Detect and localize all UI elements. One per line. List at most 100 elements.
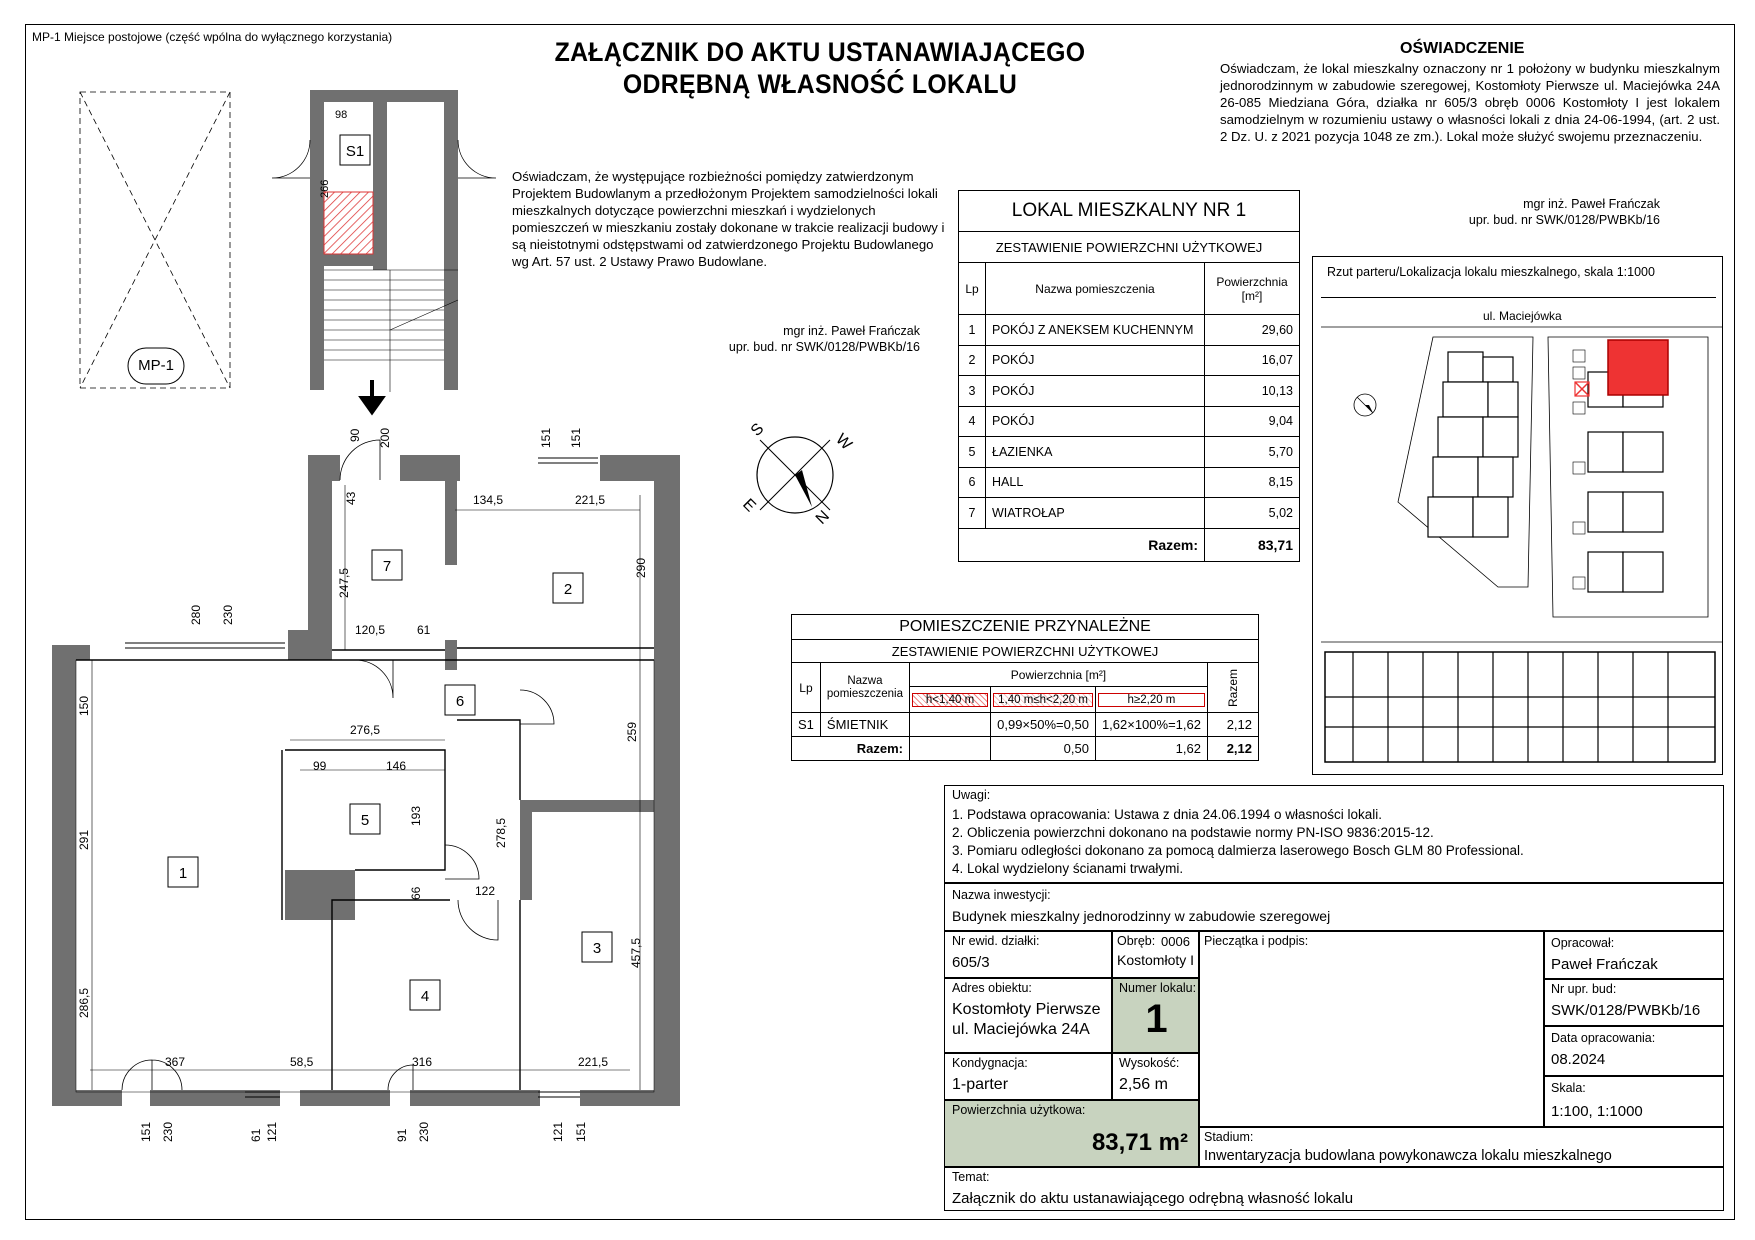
lokal-lp: 6: [958, 466, 986, 498]
przyn-t2: 0,50: [990, 736, 1096, 761]
floor-plan: MP-1 S1 98 266: [52, 90, 856, 1142]
stamp-label: Pieczątka i podpis:: [1204, 934, 1309, 948]
lokal-name: POKÓJ: [985, 344, 1205, 376]
dim-label: 230: [221, 605, 235, 625]
note-item: 4. Lokal wydzielony ścianami trwałymi.: [952, 861, 1184, 876]
lokal-title: LOKAL MIESZKALNY NR 1: [958, 190, 1300, 232]
dim-label: 120,5: [355, 623, 385, 637]
dim-label: 61: [249, 1128, 263, 1142]
dim-label: 221,5: [578, 1055, 608, 1069]
h1-cell: h<1,40 m: [908, 686, 992, 713]
adr-line1: Kostomłoty Pierwsze: [952, 1001, 1101, 1018]
opr-label: Opracował:: [1551, 936, 1615, 950]
note-item: 3. Pomiaru odległości dokonano za pomocą…: [952, 843, 1524, 858]
dim-label: 98: [335, 109, 347, 121]
dimension-lines: [90, 485, 641, 1090]
stad-label: Stadium:: [1204, 1130, 1254, 1144]
lokal-area: 29,60: [1204, 314, 1300, 346]
col-lp: Lp: [958, 262, 986, 315]
dim-label: 61: [417, 623, 431, 637]
map-divider: [1321, 297, 1716, 298]
dim-label: 146: [386, 759, 406, 773]
col-sum-label: Razem: [1225, 668, 1240, 707]
stairwell: S1 98 266: [271, 90, 497, 392]
dimension-labels: 90 200 151 151 134,5 221,5 43 247,5 120,…: [77, 428, 648, 1142]
scale-box: Skala: 1:100, 1:1000: [1544, 1076, 1724, 1127]
lokal-total: 83,71: [1204, 527, 1300, 562]
skala-value: 1:100, 1:1000: [1551, 1103, 1643, 1120]
dim-label: 193: [409, 806, 423, 826]
num-value: 1: [1145, 997, 1168, 1041]
room-labels: 1 2 3 4 5 6 7: [167, 549, 613, 1011]
stamp-box: Pieczątka i podpis:: [1199, 931, 1544, 1127]
kond-label: Kondygnacja:: [952, 1056, 1028, 1070]
walls: [52, 455, 680, 1106]
dz-value: 605/3: [952, 954, 990, 971]
windows: [125, 457, 598, 1098]
ob-name: Kostomłoty I: [1117, 952, 1195, 968]
lokal-name: HALL: [985, 466, 1205, 498]
dim-label: 200: [378, 428, 392, 448]
lokal-name: POKÓJ: [985, 375, 1205, 407]
area-box: Powierzchnia użytkowa: 83,71 m²: [944, 1100, 1199, 1167]
lokal-area: 5,02: [1204, 497, 1300, 529]
entry-arrow-icon: [358, 380, 386, 416]
mini-compass-icon: [1353, 393, 1377, 417]
num-label: Numer lokalu:: [1119, 981, 1197, 995]
dim-label: 290: [634, 558, 648, 578]
signature-name: mgr inż. Paweł Frańczak: [783, 324, 920, 338]
investment-box: Nazwa inwestycji: Budynek mieszkalny jed…: [944, 883, 1724, 931]
dim-label: 221,5: [575, 493, 605, 507]
col-area: Powierzchnia [m²]: [1204, 262, 1300, 315]
room-label: 7: [383, 558, 391, 575]
dim-label: 259: [625, 722, 639, 742]
dim-label: 457,5: [629, 938, 643, 968]
dim-label: 151: [574, 1122, 588, 1142]
lokal-name: WIATROŁAP: [985, 497, 1205, 529]
lokal-lp: 2: [958, 344, 986, 376]
lokal-area: 10,13: [1204, 375, 1300, 407]
adr-line2: ul. Maciejówka 24A: [952, 1021, 1090, 1038]
title-line-1: ZAŁĄCZNIK DO AKTU USTANAWIAJĄCEGO: [554, 37, 1086, 67]
dim-label: 121: [551, 1122, 565, 1142]
dim-label: 151: [139, 1122, 153, 1142]
address-box: Adres obiektu: Kostomłoty Pierwsze ul. M…: [944, 978, 1112, 1053]
room-label: 4: [421, 988, 429, 1005]
dim-label: 230: [417, 1122, 431, 1142]
location-caption: Rzut parteru/Lokalizacja lokalu mieszkal…: [1327, 265, 1655, 279]
mp1-label: MP-1: [138, 357, 174, 374]
compass-label: N: [813, 508, 833, 528]
dim-label: 134,5: [473, 493, 503, 507]
col-name: Nazwa pomieszczenia: [985, 262, 1205, 315]
signature-name: mgr inż. Paweł Frańczak: [1523, 197, 1660, 211]
h2-label: 1,40 m≤h<2,20 m: [993, 692, 1093, 707]
date-value: 08.2024: [1551, 1051, 1606, 1068]
signature-mid: mgr inż. Paweł Frańczak upr. bud. nr SWK…: [660, 323, 920, 355]
inv-label: Nazwa inwestycji:: [952, 888, 1051, 902]
precinct-box: Obręb: 0006 Kostomłoty I: [1112, 931, 1199, 978]
notes-list: 1. Podstawa opracowania: Ustawa z dnia 2…: [952, 806, 1524, 878]
dim-label: 367: [165, 1055, 185, 1069]
title-line-2: ODRĘBNĄ WŁASNOŚĆ LOKALU: [622, 69, 1018, 99]
subject-box: Temat: Załącznik do aktu ustanawiającego…: [944, 1167, 1724, 1211]
lokal-lp: 3: [958, 375, 986, 407]
doors: [121, 439, 555, 1091]
note-item: 1. Podstawa opracowania: Ustawa z dnia 2…: [952, 807, 1383, 822]
inv-value: Budynek mieszkalny jednorodzinny w zabud…: [952, 908, 1331, 924]
kond-value: 1-parter: [952, 1076, 1009, 1093]
interior-walls: [76, 647, 654, 1090]
przyn-row: S1 ŚMIETNIK 0,99×50%=0,50 1,62×100%=1,62…: [791, 712, 1260, 737]
room-label: 3: [593, 940, 601, 957]
compass-label: E: [739, 496, 759, 516]
h3-cell: h≥2,20 m: [1094, 686, 1208, 713]
parking-note: MP-1 Miejsce postojowe (część wpólna do …: [32, 30, 393, 44]
dim-label: 151: [569, 428, 583, 448]
declaration-top-text: Oświadczam, że lokal mieszkalny oznaczon…: [1220, 61, 1720, 144]
street-label: ul. Maciejówka: [1483, 309, 1562, 323]
stage-box: Stadium: Inwentaryzacja budowlana powyko…: [1199, 1127, 1724, 1167]
dim-label: 266: [319, 180, 331, 198]
compass-icon: S W N E: [739, 420, 855, 528]
